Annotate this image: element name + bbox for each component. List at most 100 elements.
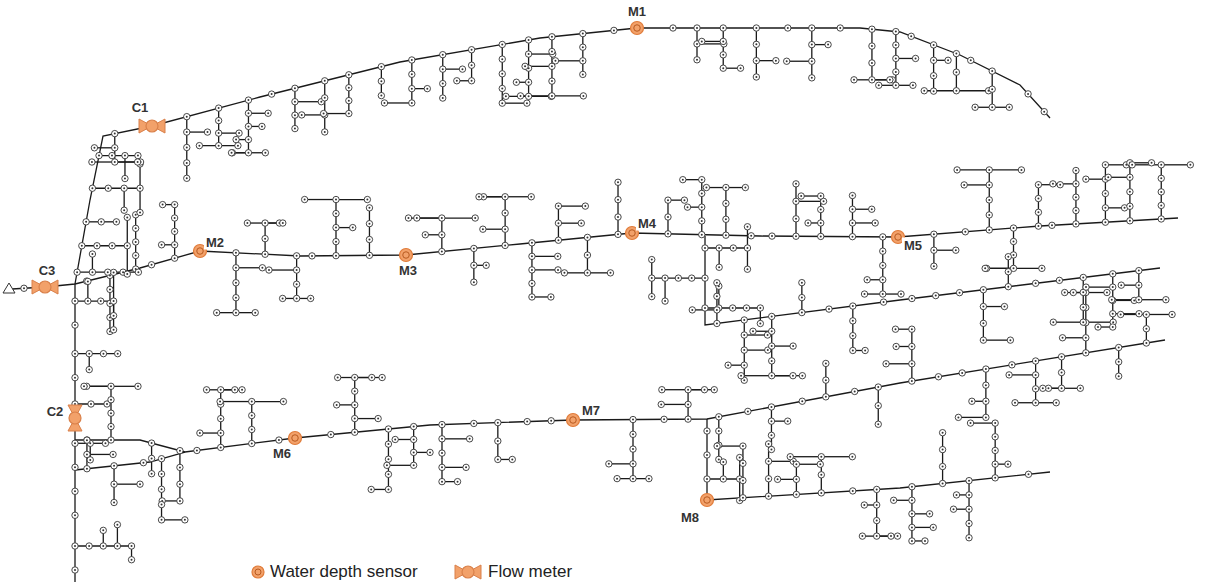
manhole-ring	[525, 93, 531, 99]
manhole-ring	[769, 233, 775, 239]
manhole-ring	[137, 185, 143, 191]
manhole-ring	[196, 142, 202, 148]
manhole-node	[962, 229, 968, 235]
manhole-dot	[755, 43, 757, 45]
manhole-ring	[1032, 400, 1038, 406]
manhole-ring	[215, 130, 221, 136]
manhole-node	[466, 436, 472, 442]
manhole-ring	[213, 309, 219, 315]
manhole-ring	[499, 100, 505, 106]
manhole-ring	[723, 200, 729, 206]
manhole-dot	[261, 125, 263, 127]
manhole-ring	[1032, 372, 1038, 378]
manhole-dot	[1027, 93, 1029, 95]
manhole-ring	[79, 243, 85, 249]
manhole-dot	[93, 147, 95, 149]
manhole-dot	[504, 212, 506, 214]
manhole-node	[72, 440, 78, 446]
manhole-node	[110, 312, 116, 318]
manhole-node	[197, 430, 203, 436]
manhole-dot	[524, 65, 526, 67]
manhole-ring	[262, 251, 268, 257]
manhole-node	[72, 298, 78, 304]
manhole-dot	[895, 57, 897, 59]
manhole-node	[459, 66, 465, 72]
manhole-dot	[775, 60, 777, 62]
manhole-node	[369, 374, 375, 380]
manhole-dot	[151, 473, 153, 475]
manhole-dot	[294, 114, 296, 116]
manhole-dot	[102, 353, 104, 355]
manhole-node	[98, 298, 104, 304]
manhole-node	[333, 252, 339, 258]
manhole-node	[245, 136, 251, 142]
manhole-dot	[501, 102, 503, 104]
manhole-ring	[1129, 162, 1135, 168]
manhole-ring	[114, 521, 120, 527]
manhole-ring	[1158, 189, 1164, 195]
manhole-dot	[911, 363, 913, 365]
manhole-ring	[72, 350, 78, 356]
manhole-ring	[614, 475, 620, 481]
manhole-dot	[705, 187, 707, 189]
manhole-node	[578, 220, 584, 226]
sewer-pipe	[1113, 313, 1139, 314]
manhole-node	[953, 247, 959, 253]
manhole-ring	[132, 239, 138, 245]
manhole-node	[823, 394, 829, 400]
manhole-ring	[524, 100, 530, 106]
manhole-dot	[371, 377, 373, 379]
manhole-ring	[249, 440, 255, 446]
manhole-node	[499, 41, 505, 47]
manhole-ring	[908, 33, 914, 39]
manhole-ring	[584, 234, 590, 240]
manhole-dot	[661, 389, 663, 391]
sewer-pipe	[1053, 322, 1083, 323]
manhole-dot	[530, 196, 532, 198]
manhole-node	[555, 253, 561, 259]
manhole-node	[818, 233, 824, 239]
manhole-dot	[110, 426, 112, 428]
manhole-node	[171, 255, 177, 261]
manhole-ring	[580, 71, 586, 77]
sewer-pipe	[886, 363, 912, 364]
sewer-pipe	[989, 170, 990, 230]
manhole-node	[1129, 162, 1135, 168]
manhole-dot	[632, 419, 634, 421]
manhole-dot	[74, 377, 76, 379]
manhole-ring	[805, 220, 811, 226]
manhole-node	[615, 214, 621, 220]
manhole-dot	[557, 239, 559, 241]
manhole-node	[409, 85, 415, 91]
manhole-dot	[582, 60, 584, 62]
manhole-dot	[251, 401, 253, 403]
manhole-ring	[910, 82, 916, 88]
manhole-ring	[823, 360, 829, 366]
manhole-dot	[113, 315, 115, 317]
manhole-dot	[81, 245, 83, 247]
manhole-dot	[632, 433, 634, 435]
manhole-dot	[1059, 184, 1061, 186]
manhole-node	[495, 438, 501, 444]
manhole-node	[584, 234, 590, 240]
manhole-dot	[526, 421, 528, 423]
manhole-ring	[1032, 386, 1038, 392]
manhole-ring	[292, 112, 298, 118]
manhole-node	[864, 277, 870, 283]
manhole-node	[495, 419, 501, 425]
manhole-node	[818, 206, 824, 212]
manhole-ring	[366, 220, 372, 226]
manhole-ring	[1035, 182, 1041, 188]
sewer-pipe	[795, 184, 796, 236]
manhole-node	[410, 423, 416, 429]
manhole-node	[320, 110, 326, 116]
manhole-node	[292, 125, 298, 131]
manhole-node	[105, 269, 111, 275]
manhole-ring	[555, 267, 561, 273]
manhole-ring	[887, 77, 893, 83]
manhole-node	[580, 30, 586, 36]
manhole-node	[108, 437, 114, 443]
sewer-pipe	[92, 188, 140, 189]
manhole-node	[322, 95, 328, 101]
manhole-node	[607, 270, 613, 276]
